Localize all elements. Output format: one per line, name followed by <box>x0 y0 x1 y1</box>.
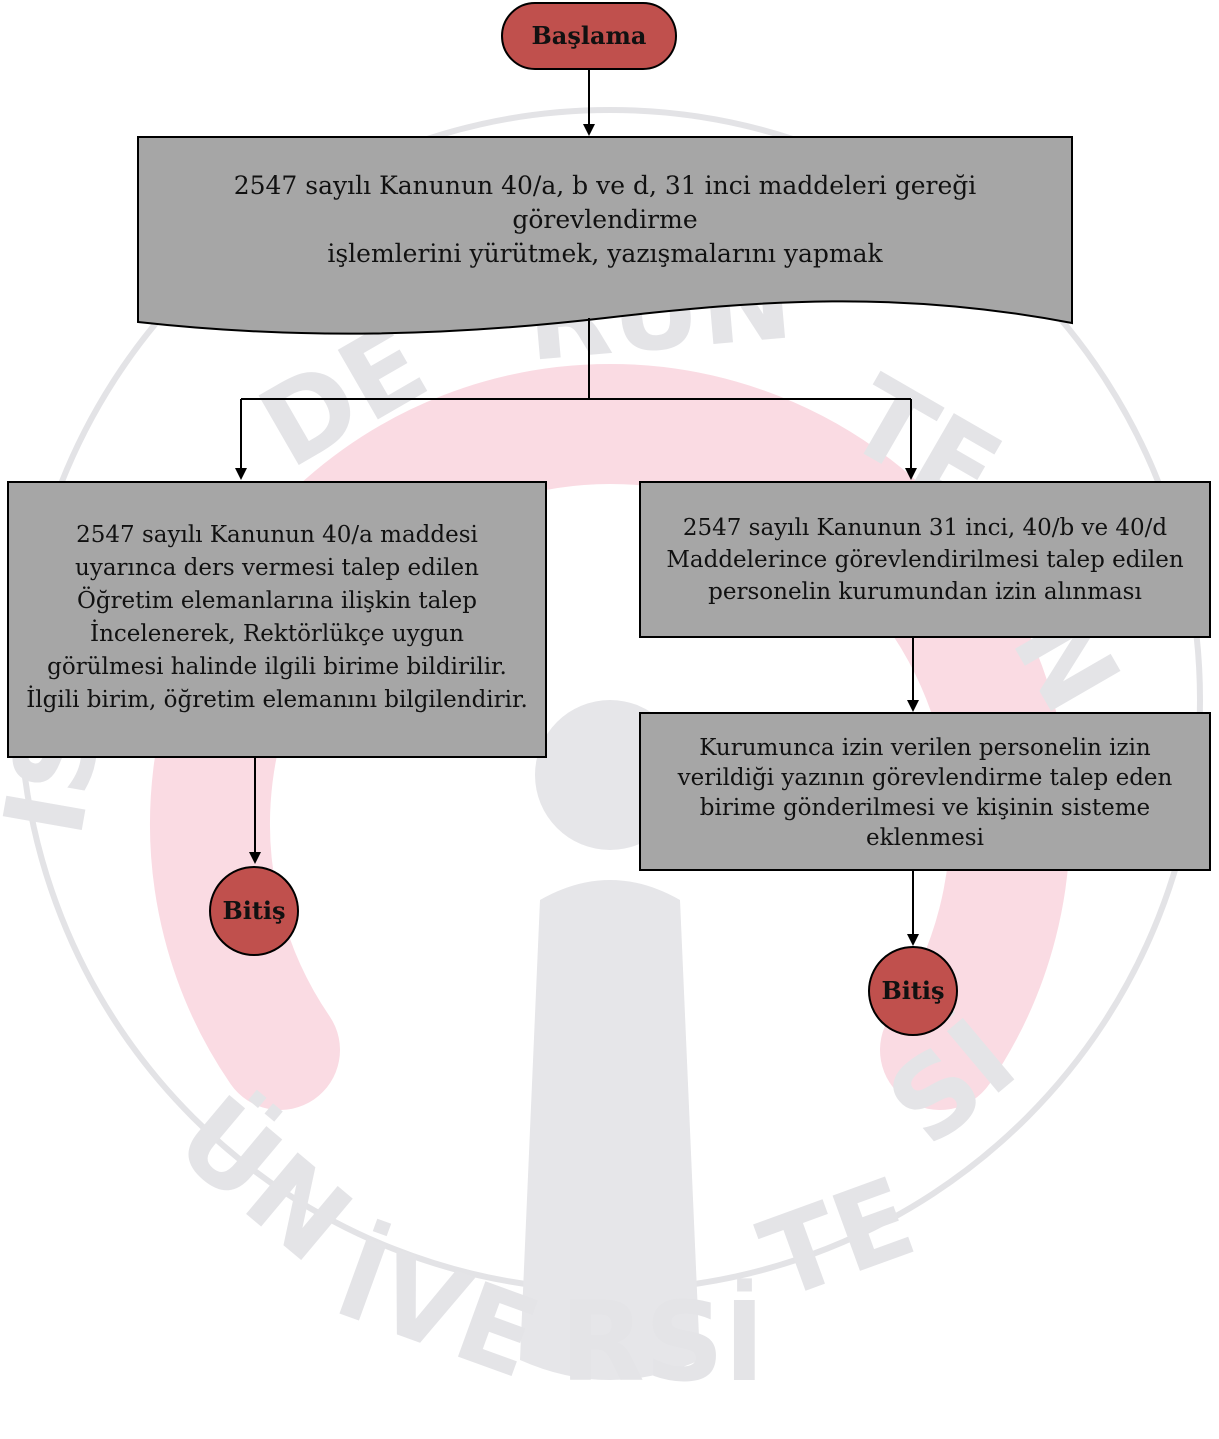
right-process-box <box>639 481 1211 638</box>
left-process-text: 2547 sayılı Kanunun 40/a maddesi uyarınc… <box>26 521 528 713</box>
right-process-box-2 <box>639 712 1211 871</box>
svg-text:ÜN: ÜN <box>153 1071 375 1286</box>
right-process-text: 2547 sayılı Kanunun 31 inci, 40/b ve 40/… <box>666 515 1184 605</box>
watermark-figure-body <box>520 880 700 1380</box>
main-process-text: 2547 sayılı Kanunun 40/a, b ve d, 31 inc… <box>233 171 977 268</box>
svg-text:TE: TE <box>745 1153 930 1325</box>
right-end-terminal <box>868 946 958 1036</box>
left-end-label: Bitiş <box>222 896 286 925</box>
main-process-document <box>137 136 1073 335</box>
left-end-terminal <box>209 866 299 956</box>
right-end-label: Bitiş <box>881 976 945 1005</box>
left-process-box <box>7 481 547 758</box>
svg-text:İVE: İVE <box>321 1213 554 1403</box>
right-process-2-text: Kurumunca izin verilen personelin izin v… <box>677 734 1173 851</box>
start-label: Başlama <box>531 21 647 50</box>
svg-text:RSİ: RSİ <box>560 1277 765 1406</box>
